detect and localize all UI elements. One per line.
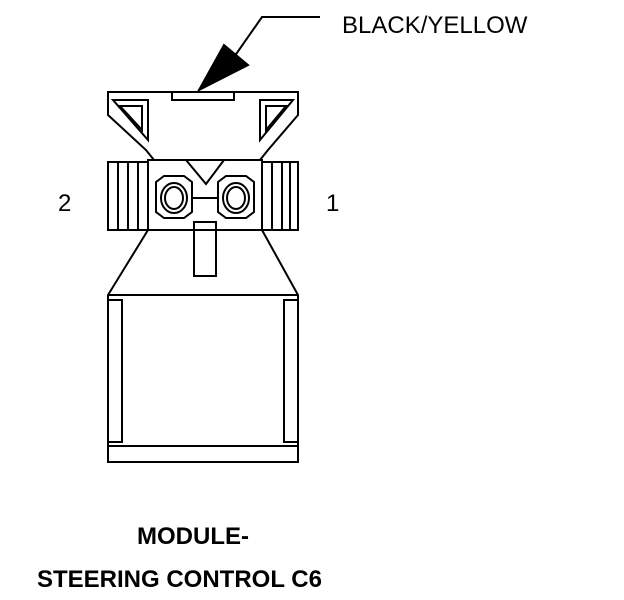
- left-side-rib: [107, 299, 123, 443]
- caption-line-2: STEERING CONTROL C6: [37, 566, 322, 593]
- pin-number-2: 2: [58, 190, 72, 217]
- center-notch: [162, 159, 248, 186]
- terminal-cavity-2: [155, 175, 193, 219]
- right-latch-inner: [265, 105, 289, 133]
- right-grip: [261, 161, 299, 231]
- top-slot: [171, 91, 235, 101]
- leader-arrow-head: [196, 43, 250, 93]
- connector-lower-body: [107, 229, 299, 463]
- pin-number-1: 1: [326, 190, 340, 217]
- right-side-rib: [283, 299, 299, 443]
- left-latch: [110, 99, 149, 143]
- right-latch: [259, 99, 296, 143]
- wire-color-label: BLACK/YELLOW: [342, 12, 528, 39]
- leader-line: [224, 16, 320, 71]
- left-latch-inner: [117, 105, 143, 133]
- key-tab: [193, 221, 217, 277]
- terminal-cavity-1: [217, 175, 255, 219]
- caption-line-1: MODULE-: [137, 523, 249, 550]
